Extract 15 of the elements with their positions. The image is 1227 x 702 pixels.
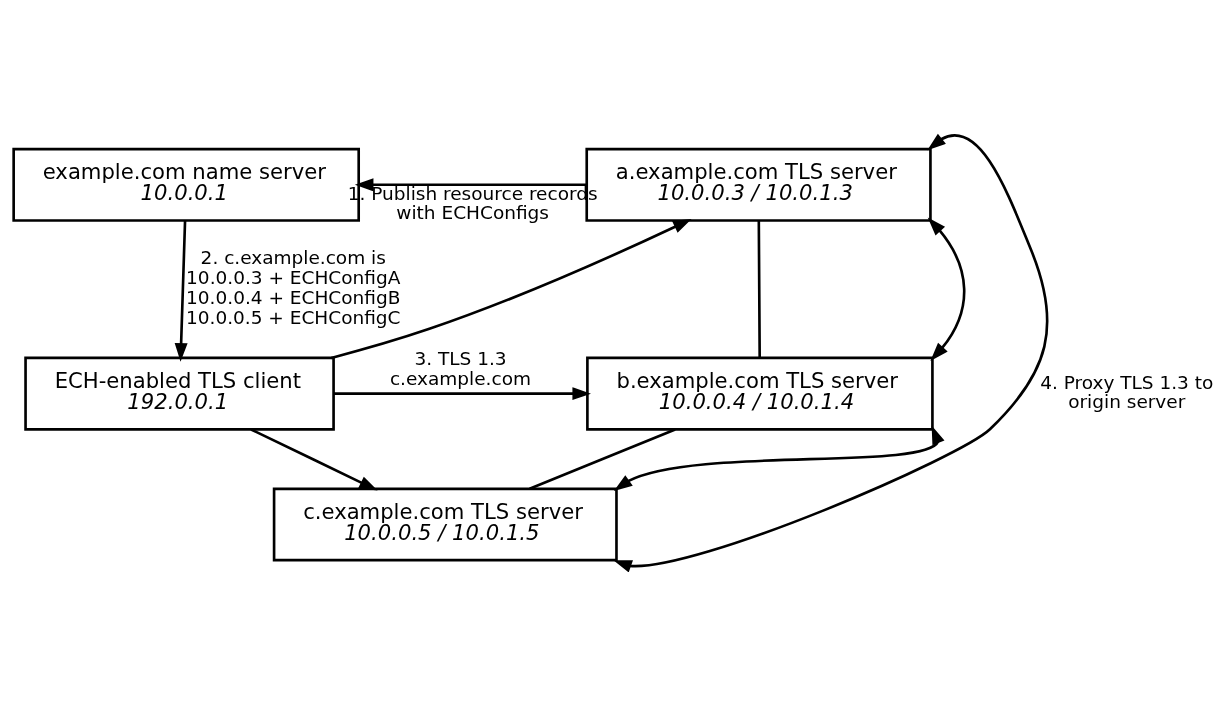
node-box: c.example.com TLS server 10.0.0.5 / 10.0.1.5 (272, 487, 618, 562)
arrow (927, 217, 966, 361)
arrow (174, 220, 188, 362)
arrow (613, 133, 1049, 572)
arrow (250, 428, 378, 491)
arrow (613, 425, 945, 492)
arrow (333, 387, 591, 401)
edge-label: 2. c.example.com is 10.0.0.3 + ECHConfigA 10.0.0.4 + ECHConfigB 10.0.0.5 + ECHConfigC (185, 247, 401, 328)
connector (757, 220, 761, 358)
node-box: ECH-enabled TLS client 192.0.0.1 (24, 356, 335, 431)
edge-label: 4. Proxy TLS 1.3 to origin server (1040, 371, 1214, 413)
edge-label: 3. TLS 1.3 c.example.com (389, 347, 532, 389)
arrow (331, 218, 692, 360)
node-box: b.example.com TLS server 10.0.0.4 / 10.0.1.4 (586, 356, 934, 431)
connector (529, 428, 676, 491)
